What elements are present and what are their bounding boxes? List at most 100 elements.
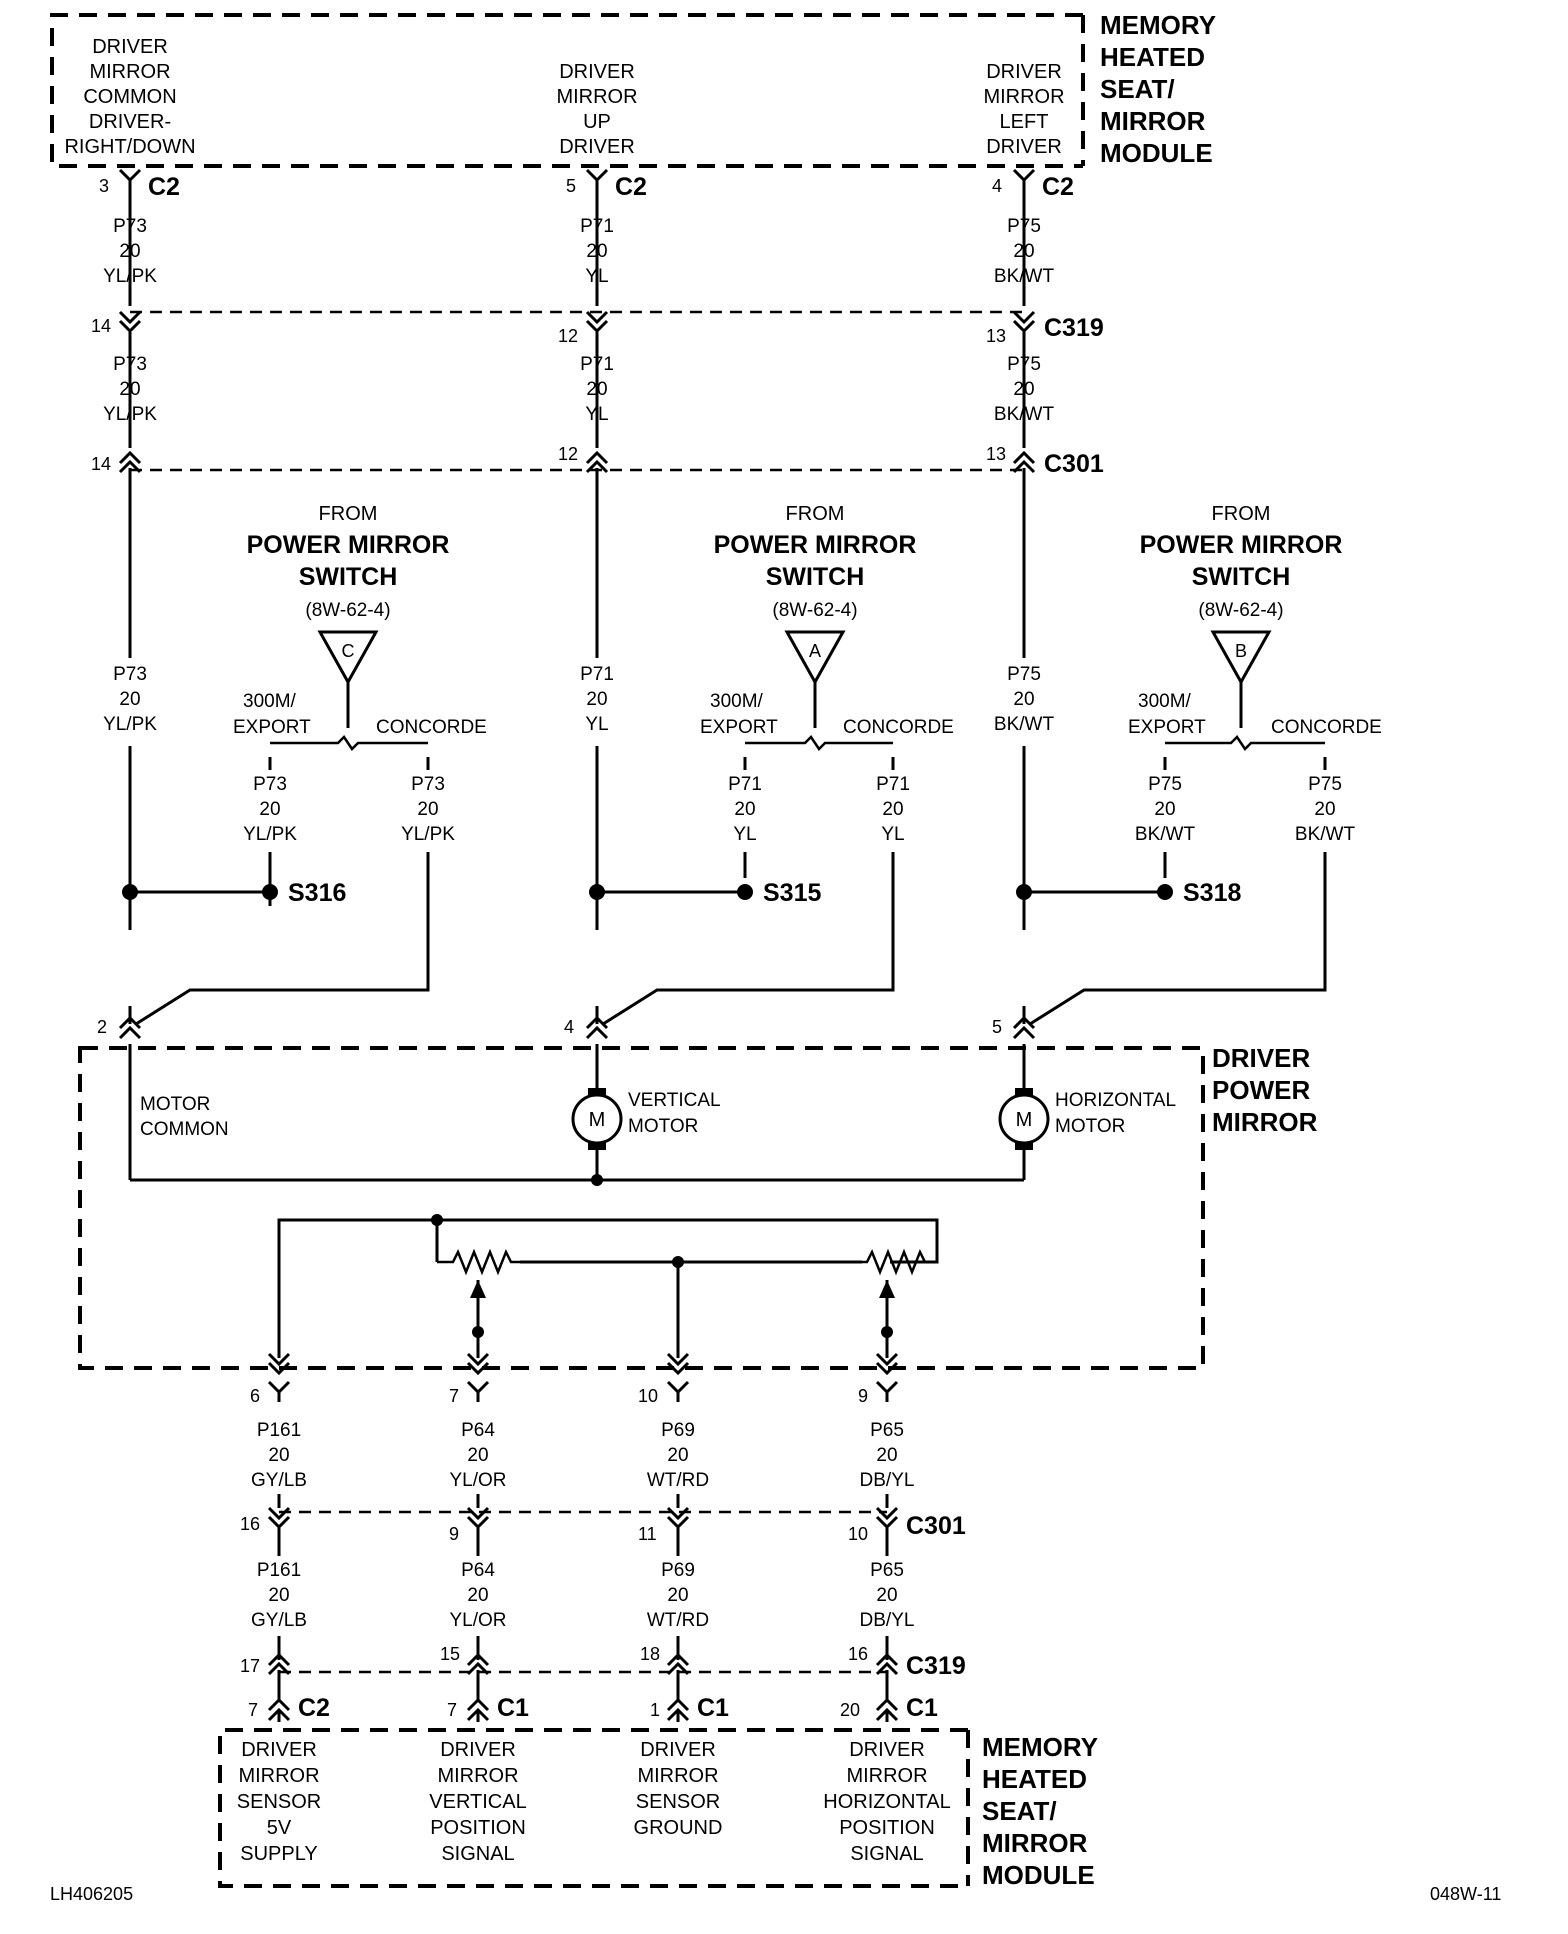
svg-text:POWER: POWER [1212, 1075, 1310, 1105]
svg-text:4: 4 [564, 1017, 574, 1037]
svg-text:YL: YL [733, 824, 756, 845]
svg-text:C319: C319 [906, 1652, 966, 1680]
input-5v-line3: SENSOR [237, 1791, 321, 1813]
svg-text:S316: S316 [288, 879, 346, 907]
svg-text:20: 20 [876, 1445, 897, 1466]
wire-labels-row2: P73 20 YL/PK P71 20 YL P75 20 BK/WT [103, 354, 1054, 425]
svg-text:P64: P64 [461, 1420, 495, 1441]
svg-text:POWER MIRROR: POWER MIRROR [1140, 531, 1343, 559]
svg-text:SWITCH: SWITCH [766, 563, 865, 591]
bottom-module-connectors: 7 7 1 20 C2 C1 C1 C1 [248, 1670, 938, 1722]
output-common-line5: RIGHT/DOWN [64, 136, 195, 158]
footer-left-code: LH406205 [50, 1884, 133, 1904]
bottom-c319-connector: 17 15 18 16 C319 [240, 1528, 966, 1680]
bottom-wire-labels-row1: P161 20 GY/LB P64 20 YL/OR P69 20 WT/RD … [251, 1420, 914, 1491]
mirror-title: DRIVER POWER MIRROR [1212, 1043, 1318, 1137]
mirror-bottom-connectors: 6 7 10 9 [250, 1352, 899, 1406]
input-ground-line3: SENSOR [636, 1791, 720, 1813]
input-horizontal-line2: MIRROR [846, 1765, 927, 1787]
svg-text:P75: P75 [1148, 774, 1182, 795]
svg-text:P69: P69 [661, 1560, 695, 1581]
horizontal-motor: M HORIZONTAL MOTOR [998, 1088, 1176, 1150]
svg-text:MIRROR: MIRROR [1100, 106, 1206, 136]
svg-text:DRIVER: DRIVER [1212, 1043, 1310, 1073]
svg-text:S318: S318 [1183, 879, 1241, 907]
footer-right-code: 048W-11 [1430, 1884, 1501, 1904]
output-left-line1: DRIVER [986, 61, 1062, 83]
svg-text:1: 1 [650, 1700, 660, 1720]
svg-text:HEATED: HEATED [982, 1764, 1087, 1794]
svg-text:EXPORT: EXPORT [700, 717, 778, 738]
top-module-outputs: DRIVER MIRROR COMMON DRIVER- RIGHT/DOWN … [64, 36, 1064, 158]
svg-text:P71: P71 [728, 774, 762, 795]
svg-text:10: 10 [848, 1524, 868, 1544]
svg-text:MOTOR: MOTOR [628, 1116, 698, 1137]
vertical-motor: M VERTICAL MOTOR [571, 1088, 721, 1150]
input-vertical-line3: VERTICAL [429, 1791, 526, 1813]
svg-text:20: 20 [119, 689, 140, 710]
input-horizontal-line4: POSITION [839, 1817, 935, 1839]
svg-text:13: 13 [986, 444, 1006, 464]
svg-text:C1: C1 [906, 1694, 938, 1722]
svg-text:P71: P71 [580, 664, 614, 685]
vertical-motor-symbol: M [589, 1109, 606, 1131]
svg-text:16: 16 [240, 1514, 260, 1534]
input-ground-line2: MIRROR [637, 1765, 718, 1787]
svg-text:FROM: FROM [1212, 503, 1271, 525]
svg-text:HORIZONTAL: HORIZONTAL [1055, 1090, 1176, 1111]
horizontal-motor-symbol: M [1016, 1109, 1033, 1131]
svg-text:20: 20 [259, 799, 280, 820]
svg-text:MEMORY: MEMORY [1100, 10, 1216, 40]
svg-text:10: 10 [638, 1386, 658, 1406]
svg-text:YL/PK: YL/PK [401, 824, 455, 845]
output-up-line1: DRIVER [559, 61, 635, 83]
svg-text:FROM: FROM [319, 503, 378, 525]
svg-text:YL/PK: YL/PK [103, 714, 157, 735]
motor-common-label: MOTOR COMMON [140, 1094, 229, 1140]
svg-text:P69: P69 [661, 1420, 695, 1441]
svg-text:MODULE: MODULE [1100, 138, 1213, 168]
output-left-line2: MIRROR [983, 86, 1064, 108]
svg-text:C1: C1 [497, 1694, 529, 1722]
svg-text:11: 11 [638, 1524, 657, 1544]
svg-text:SWITCH: SWITCH [1192, 563, 1291, 591]
bottom-c301-connector: 16 9 11 10 C301 [240, 1494, 966, 1544]
svg-text:P161: P161 [257, 1420, 301, 1441]
svg-text:13: 13 [986, 326, 1006, 346]
svg-text:CONCORDE: CONCORDE [376, 717, 487, 738]
input-5v-line4: 5V [267, 1817, 292, 1839]
splice-s318: S318 [1016, 852, 1241, 907]
bottom-module-title: MEMORY HEATED SEAT/ MIRROR MODULE [982, 1732, 1098, 1890]
output-left-line4: DRIVER [986, 136, 1062, 158]
svg-text:C2: C2 [148, 173, 180, 201]
svg-text:14: 14 [91, 316, 111, 336]
splice-s316: S316 [122, 852, 346, 907]
svg-text:300M/: 300M/ [710, 691, 764, 712]
svg-text:P75: P75 [1308, 774, 1342, 795]
svg-text:A: A [809, 641, 821, 661]
wire-labels-row3: P73 20 YL/PK P71 20 YL P75 20 BK/WT [103, 664, 1054, 735]
top-module-title: MEMORY HEATED SEAT/ MIRROR MODULE [1100, 10, 1216, 168]
svg-text:17: 17 [240, 1656, 260, 1676]
concorde-wires [128, 852, 1327, 1026]
switch-ref-c: FROM POWER MIRROR SWITCH (8W-62-4) C 300… [233, 503, 487, 845]
svg-text:P73: P73 [253, 774, 287, 795]
svg-text:POWER MIRROR: POWER MIRROR [247, 531, 450, 559]
switch-c-triangle [317, 630, 379, 686]
svg-text:20: 20 [667, 1445, 688, 1466]
svg-text:12: 12 [558, 444, 578, 464]
input-ground-line4: GROUND [634, 1817, 723, 1839]
svg-text:20: 20 [586, 689, 607, 710]
svg-text:YL: YL [585, 714, 608, 735]
svg-text:COMMON: COMMON [140, 1119, 229, 1140]
svg-text:POWER MIRROR: POWER MIRROR [714, 531, 917, 559]
svg-text:WT/RD: WT/RD [647, 1610, 709, 1631]
svg-text:BK/WT: BK/WT [1135, 824, 1196, 845]
svg-text:DB/YL: DB/YL [860, 1470, 915, 1491]
svg-text:DB/YL: DB/YL [860, 1610, 915, 1631]
bottom-module-inputs: DRIVER MIRROR SENSOR 5V SUPPLY DRIVER MI… [237, 1739, 951, 1865]
svg-text:300M/: 300M/ [243, 691, 297, 712]
input-ground-line1: DRIVER [640, 1739, 716, 1761]
svg-text:C: C [342, 641, 355, 661]
svg-text:20: 20 [876, 1585, 897, 1606]
